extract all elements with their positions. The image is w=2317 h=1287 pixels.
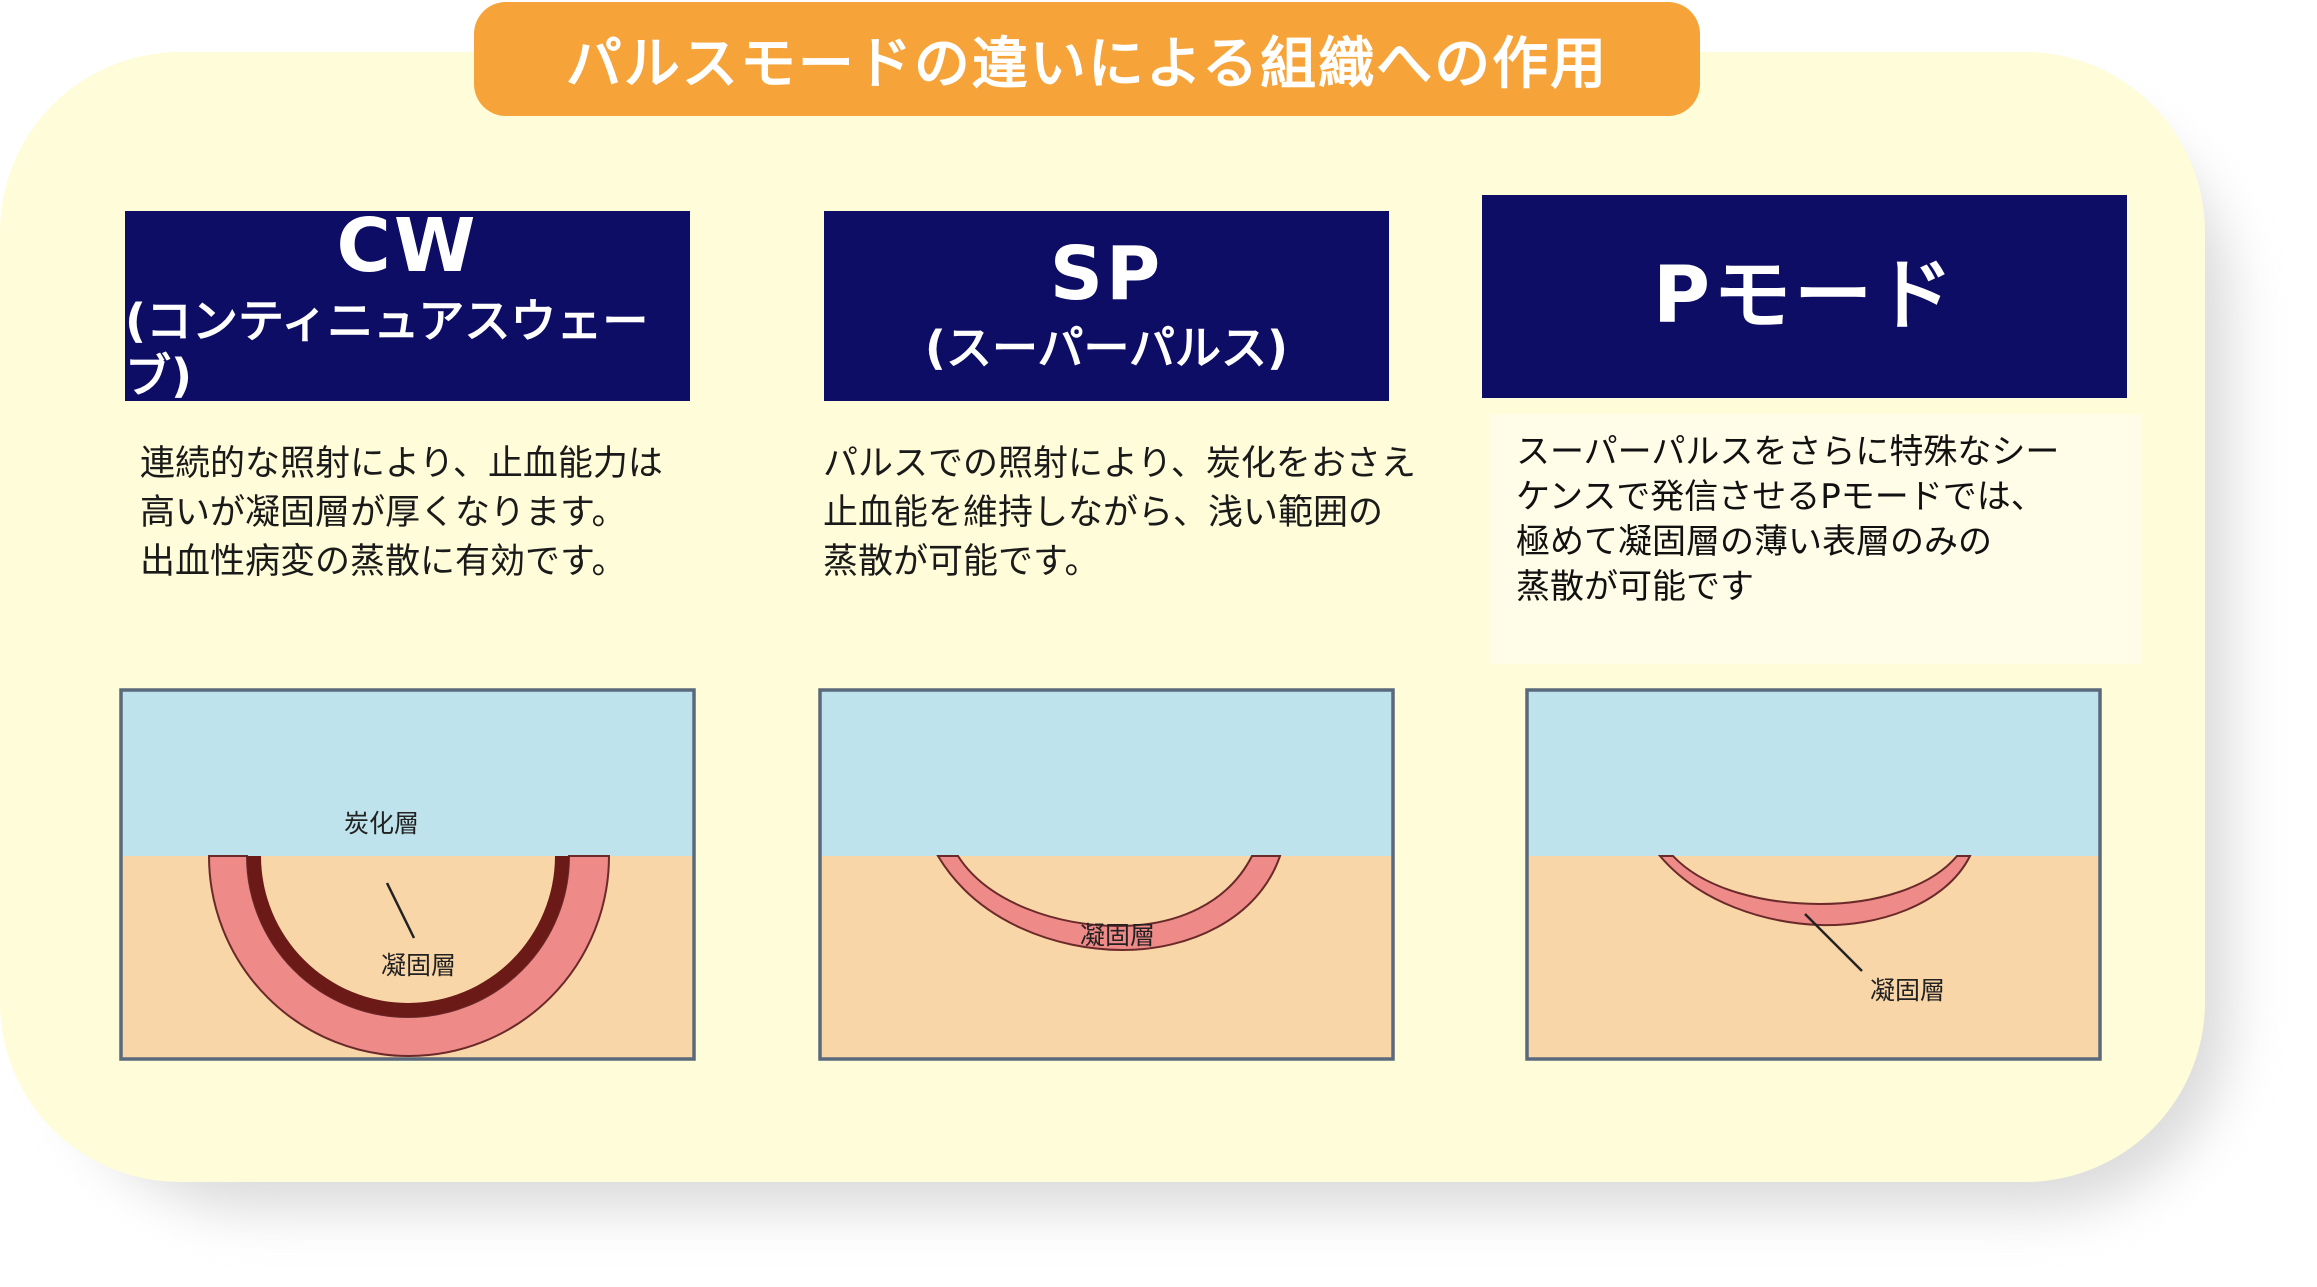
carbon-layer-label: 炭化層 [344,809,419,838]
sp-description: パルスでの照射により、炭化をおさえ 止血能を維持しながら、浅い範囲の 蒸散が可能… [823,440,1416,587]
sp-description-line: パルスでの照射により、炭化をおさえ [823,444,1416,484]
carbon-label-pointer [385,882,416,939]
pmode-description-line: ケンスで発信させるPモードでは、 [1516,477,2045,517]
coag-layer-label: 凝固層 [1870,976,1945,1005]
coagulation-layer [936,855,1282,952]
sp-tissue-diagram: 凝固層 [818,688,1395,1061]
cw-subtitle: (コンティニュアスウェーブ) [125,293,649,403]
diagram-frame [119,688,696,1061]
sp-description-line: 蒸散が可能です。 [823,542,1100,582]
pmode-description-line: スーパーパルスをさらに特殊なシー [1516,432,2060,472]
pmode-tissue-diagram: 凝固層 [1525,688,2102,1061]
cw-title: CW [336,202,479,289]
tissue-layer [820,856,1393,1059]
sp-header: SP (スーパーパルス) [824,211,1389,401]
diagram-frame [818,688,1395,1061]
pmode-header: Pモード [1482,195,2127,398]
diagram-frame [1525,688,2102,1061]
cw-description-line: 連続的な照射により、止血能力は [140,444,663,484]
sp-description-line: 止血能を維持しながら、浅い範囲の [823,493,1384,533]
sp-title: SP [1049,230,1164,317]
water-layer [820,690,1393,856]
pmode-description: スーパーパルスをさらに特殊なシー ケンスで発信させるPモードでは、 極めて凝固層… [1490,414,2142,664]
coag-label-pointer [1804,913,1863,972]
pmode-description-line: 極めて凝固層の薄い表層のみの [1516,522,1992,562]
coag-layer-label: 凝固層 [1080,921,1155,950]
water-layer [121,690,694,856]
coag-layer-label: 凝固層 [381,951,456,980]
water-layer [1527,690,2100,856]
cw-tissue-diagram: 炭化層 凝固層 [119,688,696,1061]
cw-description: 連続的な照射により、止血能力は 高いが凝固層が厚くなります。 出血性病変の蒸散に… [140,440,700,587]
pmode-title: Pモード [1652,250,1957,341]
page-title: パルスモードの違いによる組織への作用 [474,2,1700,116]
cw-description-line: 出血性病変の蒸散に有効です。 [140,542,627,582]
tissue-layer [1527,856,2100,1059]
cw-description-line: 高いが凝固層が厚くなります。 [140,493,627,533]
sp-subtitle: (スーパーパルス) [924,321,1289,376]
coagulation-layer [1657,855,1972,927]
cw-header: CW (コンティニュアスウェーブ) [125,202,690,403]
pmode-description-line: 蒸散が可能です [1516,567,1754,607]
